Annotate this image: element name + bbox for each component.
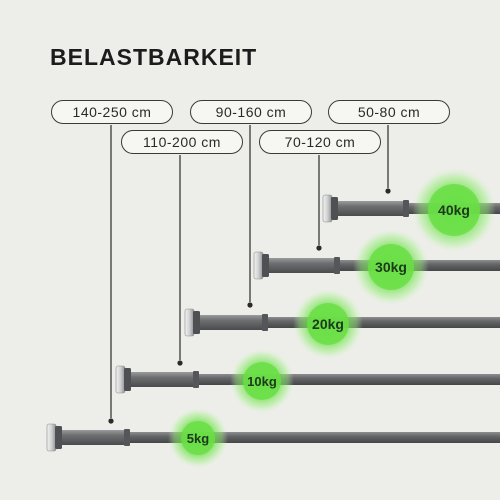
load-label-10kg: 10kg [247,374,277,389]
leader-lines [110,125,389,418]
range-label-140-250: 140-250 cm [51,100,173,124]
leader-dot-90-160 [247,302,253,308]
rod-110-200 [115,365,500,394]
rod-140-250 [46,423,500,452]
load-label-30kg: 30kg [375,259,407,275]
load-label-40kg: 40kg [438,202,470,218]
leader-dot-110-200 [177,360,183,366]
range-label-70-120: 70-120 cm [259,130,381,154]
leader-dot-140-250 [108,418,114,424]
leader-dot-70-120 [316,245,322,251]
page-title: BELASTBARKEIT [50,44,258,70]
load-label-20kg: 20kg [312,316,344,332]
range-label-50-80: 50-80 cm [328,100,450,124]
rod-90-160 [184,308,500,337]
leader-dot-50-80 [385,188,391,194]
load-label-5kg: 5kg [187,431,209,446]
range-label-110-200: 110-200 cm [121,130,243,154]
load-indicators: 5kg 10kg 20kg 30kg 40kg [168,168,496,468]
range-label-90-160: 90-160 cm [190,100,312,124]
